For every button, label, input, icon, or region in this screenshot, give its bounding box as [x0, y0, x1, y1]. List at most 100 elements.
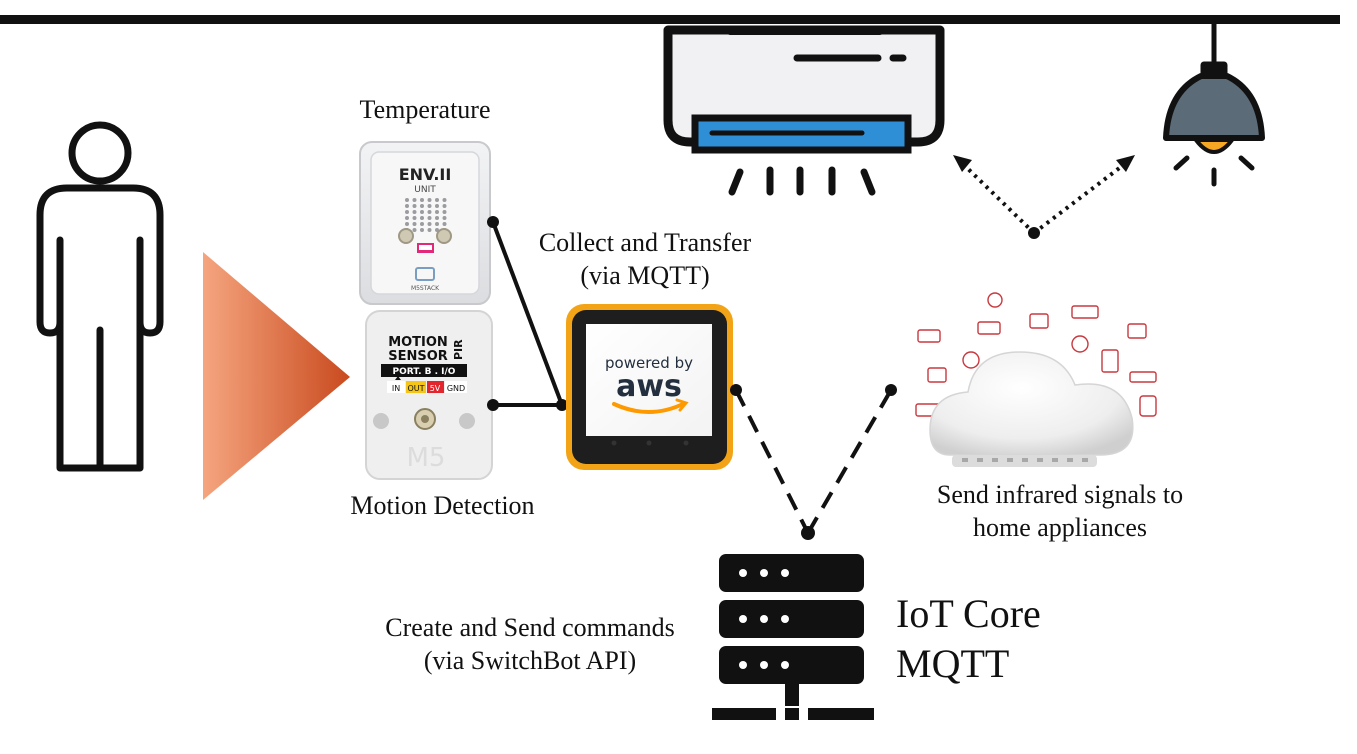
- pir-m5-logo: M5: [407, 443, 446, 473]
- env-grille-hole: [405, 216, 409, 220]
- collect-transfer-label: Collect and Transfer (via MQTT): [505, 227, 785, 292]
- env-grille-hole: [442, 198, 447, 202]
- hub-vent-slot: [1022, 458, 1028, 462]
- appliance-glyph-icon: [1129, 371, 1157, 383]
- env-grille-hole: [420, 198, 424, 202]
- send-commands-label: Create and Send commands (via SwitchBot …: [355, 612, 705, 677]
- env-grille-hole: [420, 210, 424, 214]
- env-grille-hole: [412, 228, 417, 232]
- m5-core2-device: powered by aws: [566, 304, 733, 470]
- infrared-signals-label: Send infrared signals to home appliances: [890, 479, 1230, 544]
- env-grille-hole: [412, 204, 417, 208]
- pir-pin-in: IN: [392, 384, 400, 393]
- env-grille-hole: [420, 222, 424, 226]
- env-grille-hole: [420, 216, 424, 220]
- infrared-hub-cloud-icon: [915, 292, 1157, 467]
- server-rack-icon: [712, 554, 874, 720]
- connector-dot: [1028, 227, 1040, 239]
- infrared-dotted-arrows: [960, 161, 1128, 235]
- env-grille-hole: [435, 222, 439, 226]
- env-grille-hole: [435, 216, 439, 220]
- env-grille-hole: [442, 216, 447, 220]
- hub-vent-slot: [977, 458, 983, 462]
- appliance-glyph-icon: [917, 329, 941, 343]
- pir-title-line1: MOTION: [388, 335, 448, 350]
- infrared-signals-line1: Send infrared signals to: [936, 480, 1184, 509]
- appliance-glyph-icon: [1101, 349, 1119, 373]
- hub-vent-slot: [1067, 458, 1073, 462]
- pir-pin-out: OUT: [407, 384, 424, 393]
- aws-powered-by-text: powered by: [605, 354, 693, 372]
- temperature-label: Temperature: [359, 95, 491, 124]
- env-unit-title: ENV.II: [399, 165, 452, 184]
- person-outline-icon: [36, 121, 164, 472]
- connector-dot: [801, 526, 815, 540]
- orange-triangle-arrow-icon: [203, 252, 350, 500]
- ceiling-lamp-icon: [1163, 21, 1265, 187]
- env-grille-hole: [427, 210, 432, 214]
- hub-vent-slot: [992, 458, 998, 462]
- iot-core-label: IoT Core: [896, 591, 1041, 636]
- top-divider-bar: [0, 15, 1340, 24]
- pir-title-line2: SENSOR: [388, 349, 448, 364]
- collect-transfer-line1: Collect and Transfer: [538, 228, 752, 257]
- env-grille-hole: [427, 222, 432, 226]
- env-grille-hole: [405, 204, 409, 208]
- arrowhead-right: [1116, 155, 1135, 172]
- mqtt-dashed-links: [734, 388, 893, 535]
- connector-dot: [885, 384, 897, 396]
- appliance-glyph-icon: [1139, 395, 1157, 417]
- env-grille-hole: [442, 222, 447, 226]
- env-unit-brand: M5STACK: [411, 285, 440, 292]
- env-grille-hole: [442, 204, 447, 208]
- appliance-glyph-icon: [1029, 313, 1049, 329]
- env-grille-hole: [442, 210, 447, 214]
- appliance-glyph-icon: [1071, 305, 1099, 319]
- env-unit-subtitle: UNIT: [414, 185, 436, 195]
- motion-detection-label: Motion Detection: [350, 491, 535, 520]
- connector-dot: [556, 399, 568, 411]
- pir-motion-sensor-unit: MOTION SENSOR PIR PORT. B . I/O IN OUT 5…: [365, 310, 493, 480]
- hub-vent-slot: [1082, 458, 1088, 462]
- arrowhead-left: [953, 155, 972, 172]
- hub-vent-slot: [1007, 458, 1013, 462]
- env-grille-hole: [435, 204, 439, 208]
- env-grille-hole: [412, 210, 417, 214]
- env-grille-hole: [427, 204, 432, 208]
- appliance-glyph-icon: [1127, 323, 1147, 339]
- env-grille-hole: [405, 198, 409, 202]
- env-grille-hole: [435, 198, 439, 202]
- aws-logo-text: aws: [616, 369, 682, 404]
- env-grille-hole: [412, 222, 417, 226]
- send-commands-line1: Create and Send commands: [385, 613, 675, 642]
- sensor-connection-lines: [491, 221, 564, 407]
- appliance-glyph-icon: [927, 367, 947, 383]
- env-grille-hole: [405, 222, 409, 226]
- appliance-glyph-icon: [1071, 335, 1089, 353]
- hub-vent-slot: [962, 458, 968, 462]
- connector-dot: [487, 399, 499, 411]
- env-grille-hole: [427, 198, 432, 202]
- hub-vent-slot: [1037, 458, 1043, 462]
- infrared-signals-line2: home appliances: [973, 512, 1147, 542]
- env-grille-hole: [412, 198, 417, 202]
- env-grille-hole: [412, 216, 417, 220]
- air-conditioner-icon: [663, 25, 945, 196]
- collect-transfer-line2: (via MQTT): [580, 260, 710, 290]
- hub-vent-slot: [1052, 458, 1058, 462]
- connector-dot: [487, 216, 499, 228]
- env-sensor-unit: ENV.II UNIT M5STACK: [359, 141, 491, 305]
- pir-pin-5v: 5V: [430, 384, 441, 393]
- pir-side-label: PIR: [452, 339, 465, 360]
- appliance-glyph-icon: [962, 351, 980, 369]
- env-grille-hole: [435, 210, 439, 214]
- env-grille-hole: [420, 228, 424, 232]
- env-grille-hole: [427, 216, 432, 220]
- pir-port-label: PORT. B . I/O: [393, 367, 456, 377]
- connector-dot: [730, 384, 742, 396]
- env-grille-hole: [405, 210, 409, 214]
- pir-pin-gnd: GND: [447, 384, 465, 393]
- appliance-glyph-icon: [987, 292, 1003, 308]
- mqtt-label: MQTT: [896, 641, 1010, 686]
